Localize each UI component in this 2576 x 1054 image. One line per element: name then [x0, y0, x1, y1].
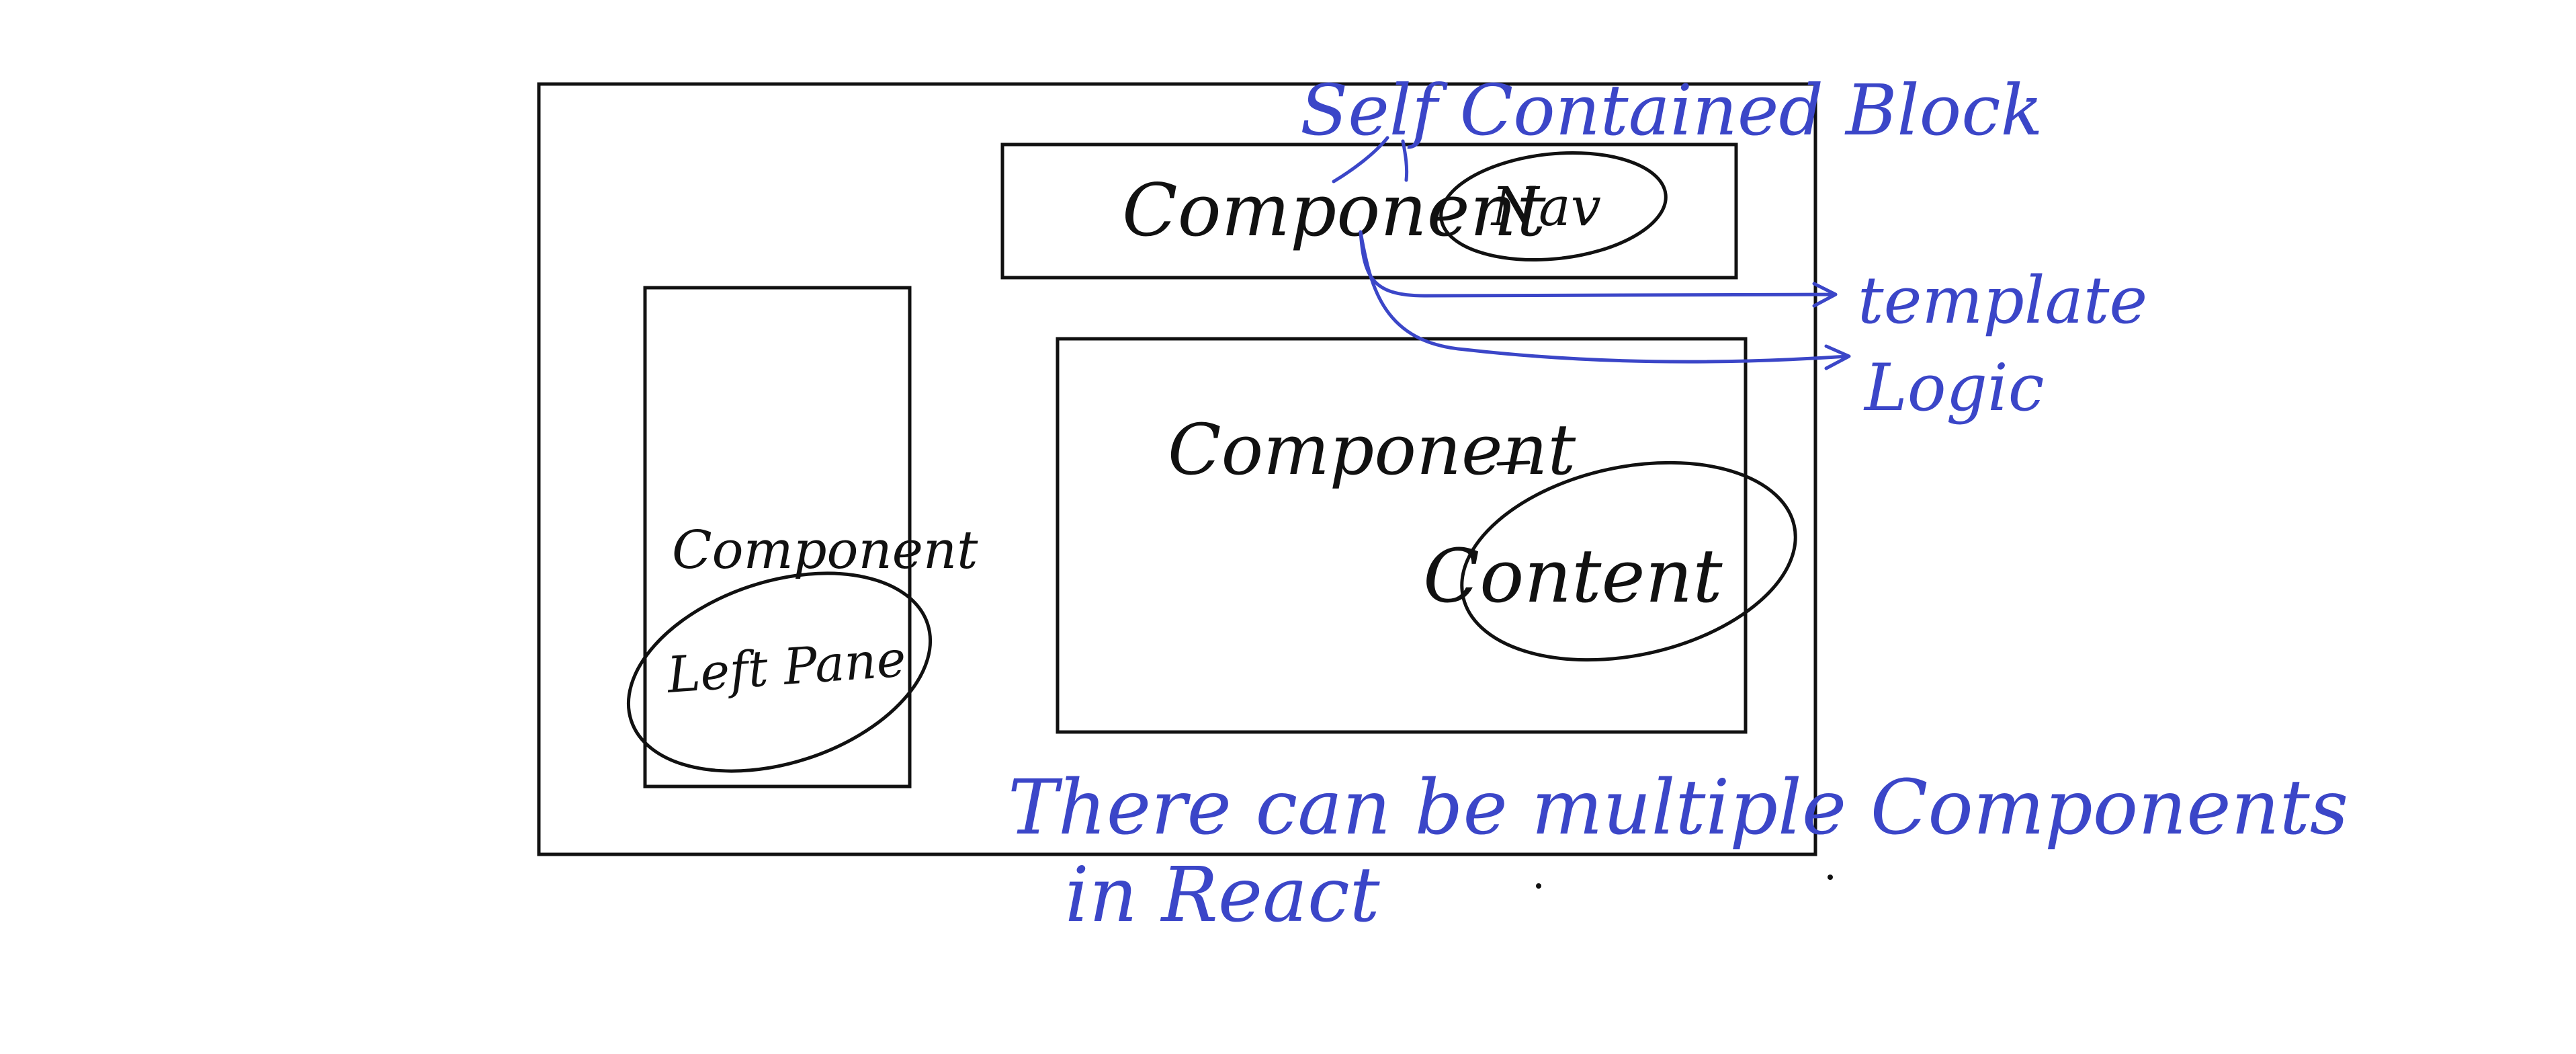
template-label: template: [1858, 263, 2147, 338]
content-tag-circle: [1460, 460, 1797, 662]
nav-component: Component Nav: [1000, 143, 1738, 280]
content-tag-label: Content: [1423, 533, 1723, 619]
note-line-1: There can be multiple Components: [1008, 764, 2348, 852]
stray-dot-2: [1828, 875, 1833, 880]
logic-label: Logic: [1863, 350, 2044, 425]
content-component-word: Component: [1168, 409, 1576, 491]
left-pane-component-box: [643, 286, 912, 788]
app-frame: [537, 82, 1817, 856]
content-component-underline: [1496, 460, 1531, 466]
nav-tag-label: Nav: [1490, 175, 1601, 238]
content-component-box: [1056, 337, 1748, 734]
content-component: Component Content: [1056, 337, 1797, 734]
note-line-2: in React: [1065, 852, 1381, 939]
left-pane-tag-label: Left Pane: [664, 630, 908, 704]
logic-arrow: [1359, 230, 1851, 370]
left-pane-component-word: Component: [672, 520, 978, 581]
left-pane-component: Component Left Pane: [626, 286, 978, 788]
nav-tag-circle: [1439, 151, 1668, 262]
annotations: Self Contained Block template Logic Ther…: [1008, 69, 2348, 939]
stray-dot-1: [1536, 883, 1541, 889]
self-contained-pointer: [1332, 136, 1409, 184]
self-contained-label: Self Contained Block: [1300, 69, 2043, 151]
left-pane-tag-circle: [626, 571, 933, 773]
